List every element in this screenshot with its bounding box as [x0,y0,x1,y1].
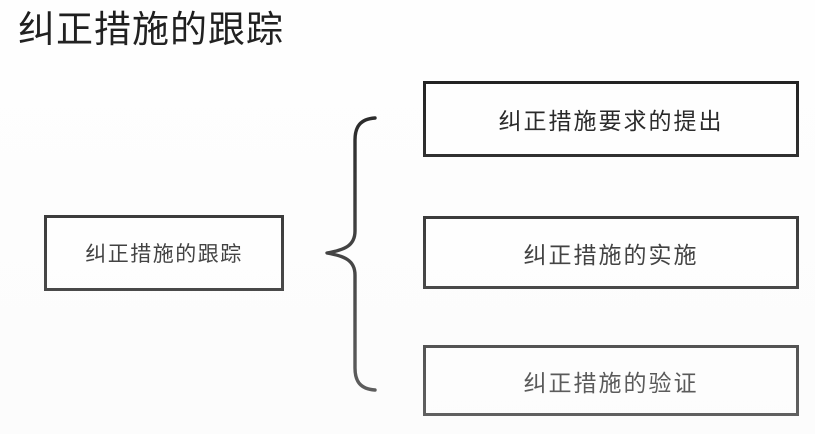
diagram-node-child-3[interactable]: 纠正措施的验证 [423,345,799,416]
diagram-node-child-3-label: 纠正措施的验证 [523,370,699,397]
diagram-node-child-2[interactable]: 纠正措施的实施 [423,216,799,289]
diagram-node-child-2-label: 纠正措施的实施 [523,242,699,269]
curly-brace-icon [325,116,377,392]
diagram-node-source-label: 纠正措施的跟踪 [85,242,243,266]
diagram-node-child-1-label: 纠正措施要求的提出 [498,109,724,135]
page-title: 纠正措施的跟踪 [18,8,284,51]
diagram-node-child-1[interactable]: 纠正措施要求的提出 [423,81,799,157]
diagram-node-source[interactable]: 纠正措施的跟踪 [44,215,284,291]
